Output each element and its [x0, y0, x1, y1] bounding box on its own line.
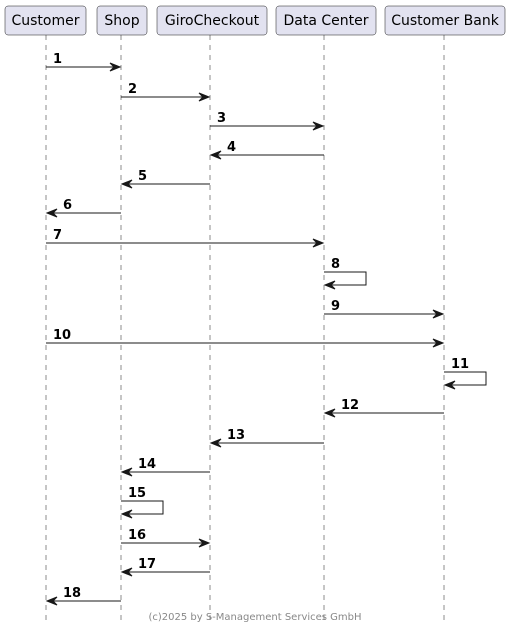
participant-dc: Data Center	[275, 5, 377, 36]
message-1: 1	[46, 52, 122, 72]
message-label: 11	[451, 357, 469, 372]
participant-box	[275, 5, 377, 36]
participant-label: Customer Bank	[391, 13, 500, 29]
arrow-head-icon	[323, 408, 336, 418]
participant-label: Data Center	[284, 13, 369, 29]
arrow-head-icon	[198, 538, 211, 548]
participant-label: Shop	[104, 13, 139, 29]
participants: Customer Shop GiroCheckout Data Center Custo…	[4, 5, 506, 36]
participant-giro: GiroCheckout	[156, 5, 268, 36]
message-label: 12	[341, 398, 359, 413]
arrow-head-icon	[209, 150, 222, 160]
message-label: 5	[138, 169, 147, 184]
message-5: 5	[120, 169, 210, 189]
arrow-head-icon	[45, 208, 58, 218]
message-label: 9	[331, 299, 340, 314]
message-label: 17	[138, 557, 156, 572]
self-message-arrow	[324, 271, 367, 286]
message-label: 14	[138, 457, 156, 472]
arrow-head-icon	[323, 280, 336, 290]
message-label: 3	[217, 111, 226, 126]
message-label: 16	[128, 528, 146, 543]
message-label: 6	[63, 198, 72, 213]
participant-box	[384, 5, 506, 36]
message-label: 1	[53, 52, 62, 67]
participant-box	[156, 5, 268, 36]
arrow-head-icon	[312, 238, 325, 248]
arrow-head-icon	[45, 596, 58, 606]
participant-box	[96, 5, 148, 36]
message-3: 3	[210, 111, 325, 131]
message-4: 4	[209, 140, 324, 160]
message-7: 7	[46, 228, 325, 248]
lifelines	[45, 35, 445, 622]
message-10: 10	[46, 328, 445, 348]
arrow-head-icon	[109, 62, 122, 72]
message-label: 18	[63, 586, 81, 601]
message-6: 6	[45, 198, 121, 218]
message-label: 8	[331, 257, 340, 272]
message-18: 18	[45, 586, 121, 606]
message-13: 13	[209, 428, 324, 448]
arrow-head-icon	[432, 338, 445, 348]
arrow-head-icon	[443, 380, 456, 390]
message-17: 17	[120, 557, 210, 577]
message-2: 2	[121, 82, 211, 102]
arrow-head-icon	[120, 467, 133, 477]
participant-shop: Shop	[96, 5, 148, 36]
arrow-head-icon	[120, 509, 133, 519]
arrow-head-icon	[209, 438, 222, 448]
message-11: 11	[443, 357, 487, 390]
message-label: 4	[227, 140, 236, 155]
message-label: 15	[128, 486, 146, 501]
participant-box	[4, 5, 87, 36]
message-15: 15	[120, 486, 164, 519]
arrow-head-icon	[120, 567, 133, 577]
message-label: 13	[227, 428, 245, 443]
message-16: 16	[121, 528, 211, 548]
message-14: 14	[120, 457, 210, 477]
self-message-arrow	[121, 500, 164, 515]
participant-customer: Customer	[4, 5, 87, 36]
arrow-head-icon	[120, 179, 133, 189]
message-label: 2	[128, 82, 137, 97]
arrow-head-icon	[198, 92, 211, 102]
participant-bank: Customer Bank	[384, 5, 506, 36]
self-message-arrow	[444, 371, 487, 386]
message-label: 10	[53, 328, 71, 343]
message-12: 12	[323, 398, 444, 418]
participant-label: Customer	[11, 13, 79, 29]
message-8: 8	[323, 257, 367, 290]
participant-label: GiroCheckout	[165, 13, 260, 29]
message-label: 7	[53, 228, 62, 243]
arrow-head-icon	[312, 121, 325, 131]
arrow-head-icon	[432, 309, 445, 319]
copyright-footer: (c)2025 by S-Management Services GmbH	[148, 612, 361, 623]
message-9: 9	[324, 299, 445, 319]
